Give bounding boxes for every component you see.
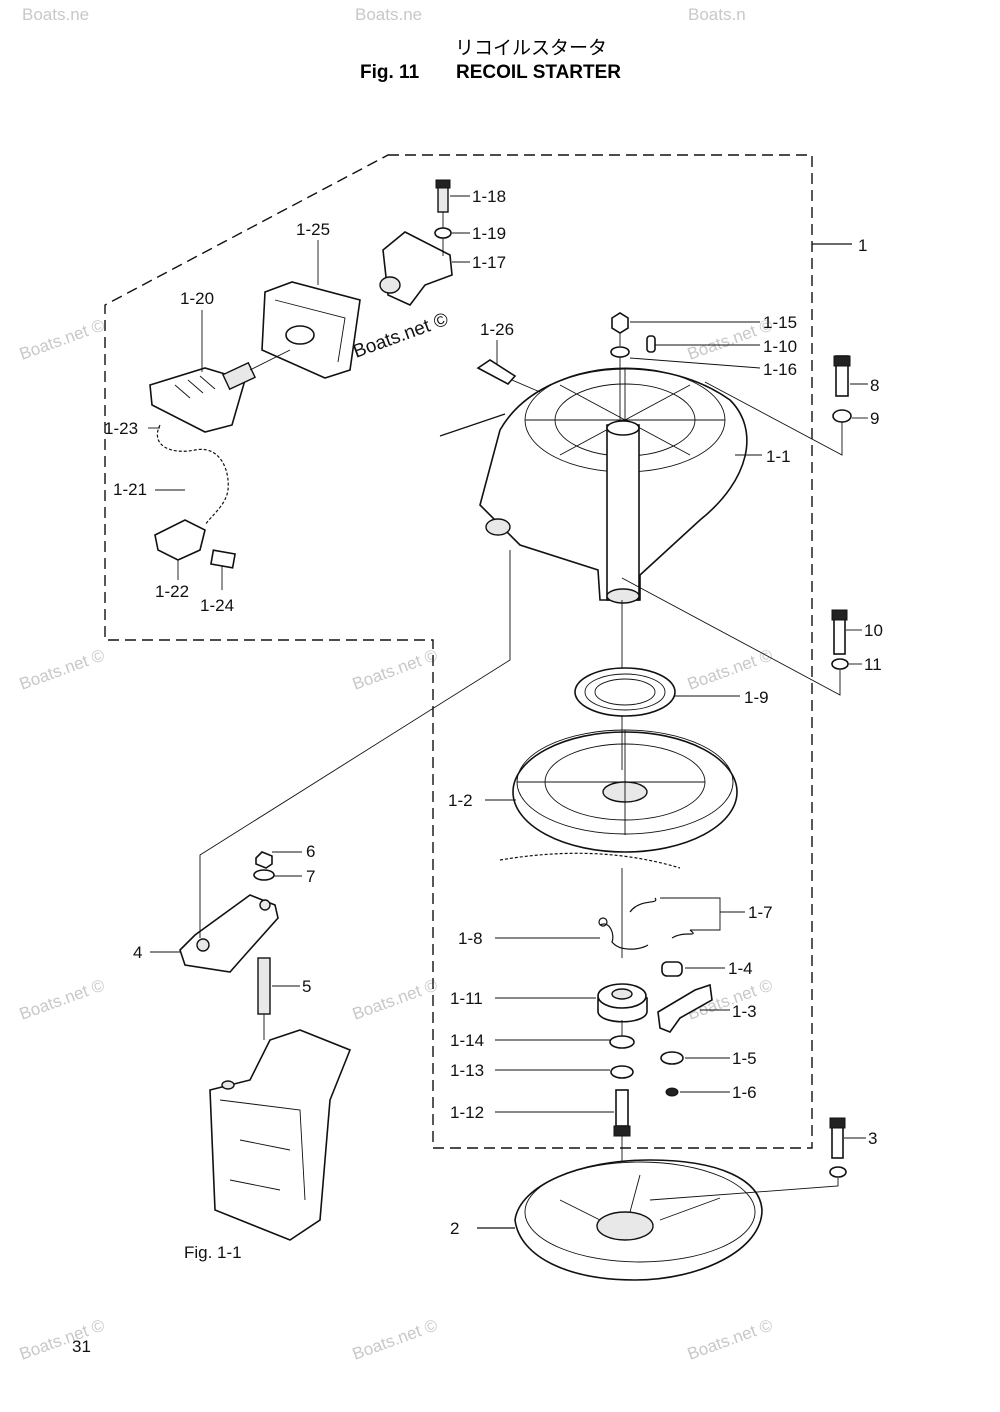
stop-switch [149,367,246,433]
callout-1-2: 1-2 [448,791,473,810]
callout-8: 8 [870,376,879,395]
callout-1-23: 1-23 [104,419,138,438]
clip-plate [210,549,236,569]
callout-1-18: 1-18 [472,187,506,206]
starter-cover [477,1159,763,1281]
callout-1-9: 1-9 [744,688,769,707]
callout-1-19: 1-19 [472,224,506,243]
callout-1-20: 1-20 [180,289,214,308]
engine-fragment [209,1014,352,1241]
switch-bracket [382,231,453,306]
stop-switch-group [149,281,361,569]
ratchet-springs [598,868,694,958]
watermark-text: Boats.net © [350,1315,441,1363]
callout-5: 5 [302,977,311,996]
callout-1-17: 1-17 [472,253,506,272]
callout-1-21: 1-21 [113,480,147,499]
watermark-text: Boats.net © [350,645,441,693]
callout-1-14: 1-14 [450,1031,484,1050]
callout-7: 7 [306,867,315,886]
watermark-text: Boats.net © [685,1315,776,1363]
callout-1-7: 1-7 [748,903,773,922]
callout-labels: 1 1-18 1-19 1-17 1-25 1-20 1-26 1-15 1-1… [72,187,883,1356]
leader-line [439,413,506,437]
figure-number: Fig. 11 [360,62,420,83]
callout-1-5: 1-5 [732,1049,757,1068]
callout-1-11: 1-11 [450,989,483,1008]
hub-hardware [609,1020,635,1200]
callout-1-4: 1-4 [728,959,753,978]
title-japanese: リコイルスタータ [455,37,607,59]
assembly-boundary [104,154,813,1149]
recoil-spring [574,600,676,717]
callout-6: 6 [306,842,315,861]
callout-1-10: 1-10 [763,337,797,356]
pin [476,359,541,393]
callout-1-26: 1-26 [480,320,514,339]
callout-1-8: 1-8 [458,929,483,948]
starter-case [439,367,748,604]
rope-reel [499,716,738,869]
callout-1-24: 1-24 [200,596,234,615]
callout-1-1: 1-1 [766,447,791,466]
watermark-text: Boats.ne [355,5,422,24]
callout-1-25: 1-25 [296,220,330,239]
lower-bolt-group [621,577,849,696]
starter-rope [499,852,681,869]
callout-4: 4 [133,943,142,962]
callout-1-12: 1-12 [450,1103,484,1122]
callout-3: 3 [868,1129,877,1148]
watermark-text: Boats.ne [22,5,89,24]
callout-10: 10 [864,621,883,640]
callout-1: 1 [858,236,867,255]
page-number: 31 [72,1337,91,1356]
watermark-text: Boats.net © [350,975,441,1023]
callout-11: 11 [864,655,882,674]
cover-bolt-group [649,1117,847,1201]
callout-1-13: 1-13 [450,1061,484,1080]
callout-1-16: 1-16 [763,360,797,379]
stop-cord [156,424,229,526]
case-bolt-group [704,355,852,456]
page-title: RECOIL STARTER [456,62,621,83]
top-hardware [610,312,656,420]
callout-9: 9 [870,409,879,428]
switch-bracket-group [379,179,453,306]
watermark-text: Boats.net © [685,645,776,693]
watermark-text: Boats.net © [17,315,108,363]
callout-1-6: 1-6 [732,1083,757,1102]
callout-1-3: 1-3 [732,1002,757,1021]
washer [434,227,452,239]
callout-1-15: 1-15 [763,313,797,332]
reference-label: Fig. 1-1 [184,1243,242,1262]
watermark-text: Boats.net © [17,645,108,693]
rope-guide-group [179,550,511,1015]
watermark-text: Boats.net © [17,1315,108,1363]
watermark-text: Boats.net © [17,975,108,1023]
cord-clip [154,519,206,561]
ratchet-group [657,961,713,1097]
leader-lines [148,195,868,1139]
watermark-text: Boats.net © [685,315,776,363]
callout-1-22: 1-22 [155,582,189,601]
bolt [437,185,449,213]
callout-2: 2 [450,1219,459,1238]
watermark-text: Boats.net © [351,309,452,363]
watermark-text: Boats.n [688,5,746,24]
drive-hub [597,983,648,1023]
